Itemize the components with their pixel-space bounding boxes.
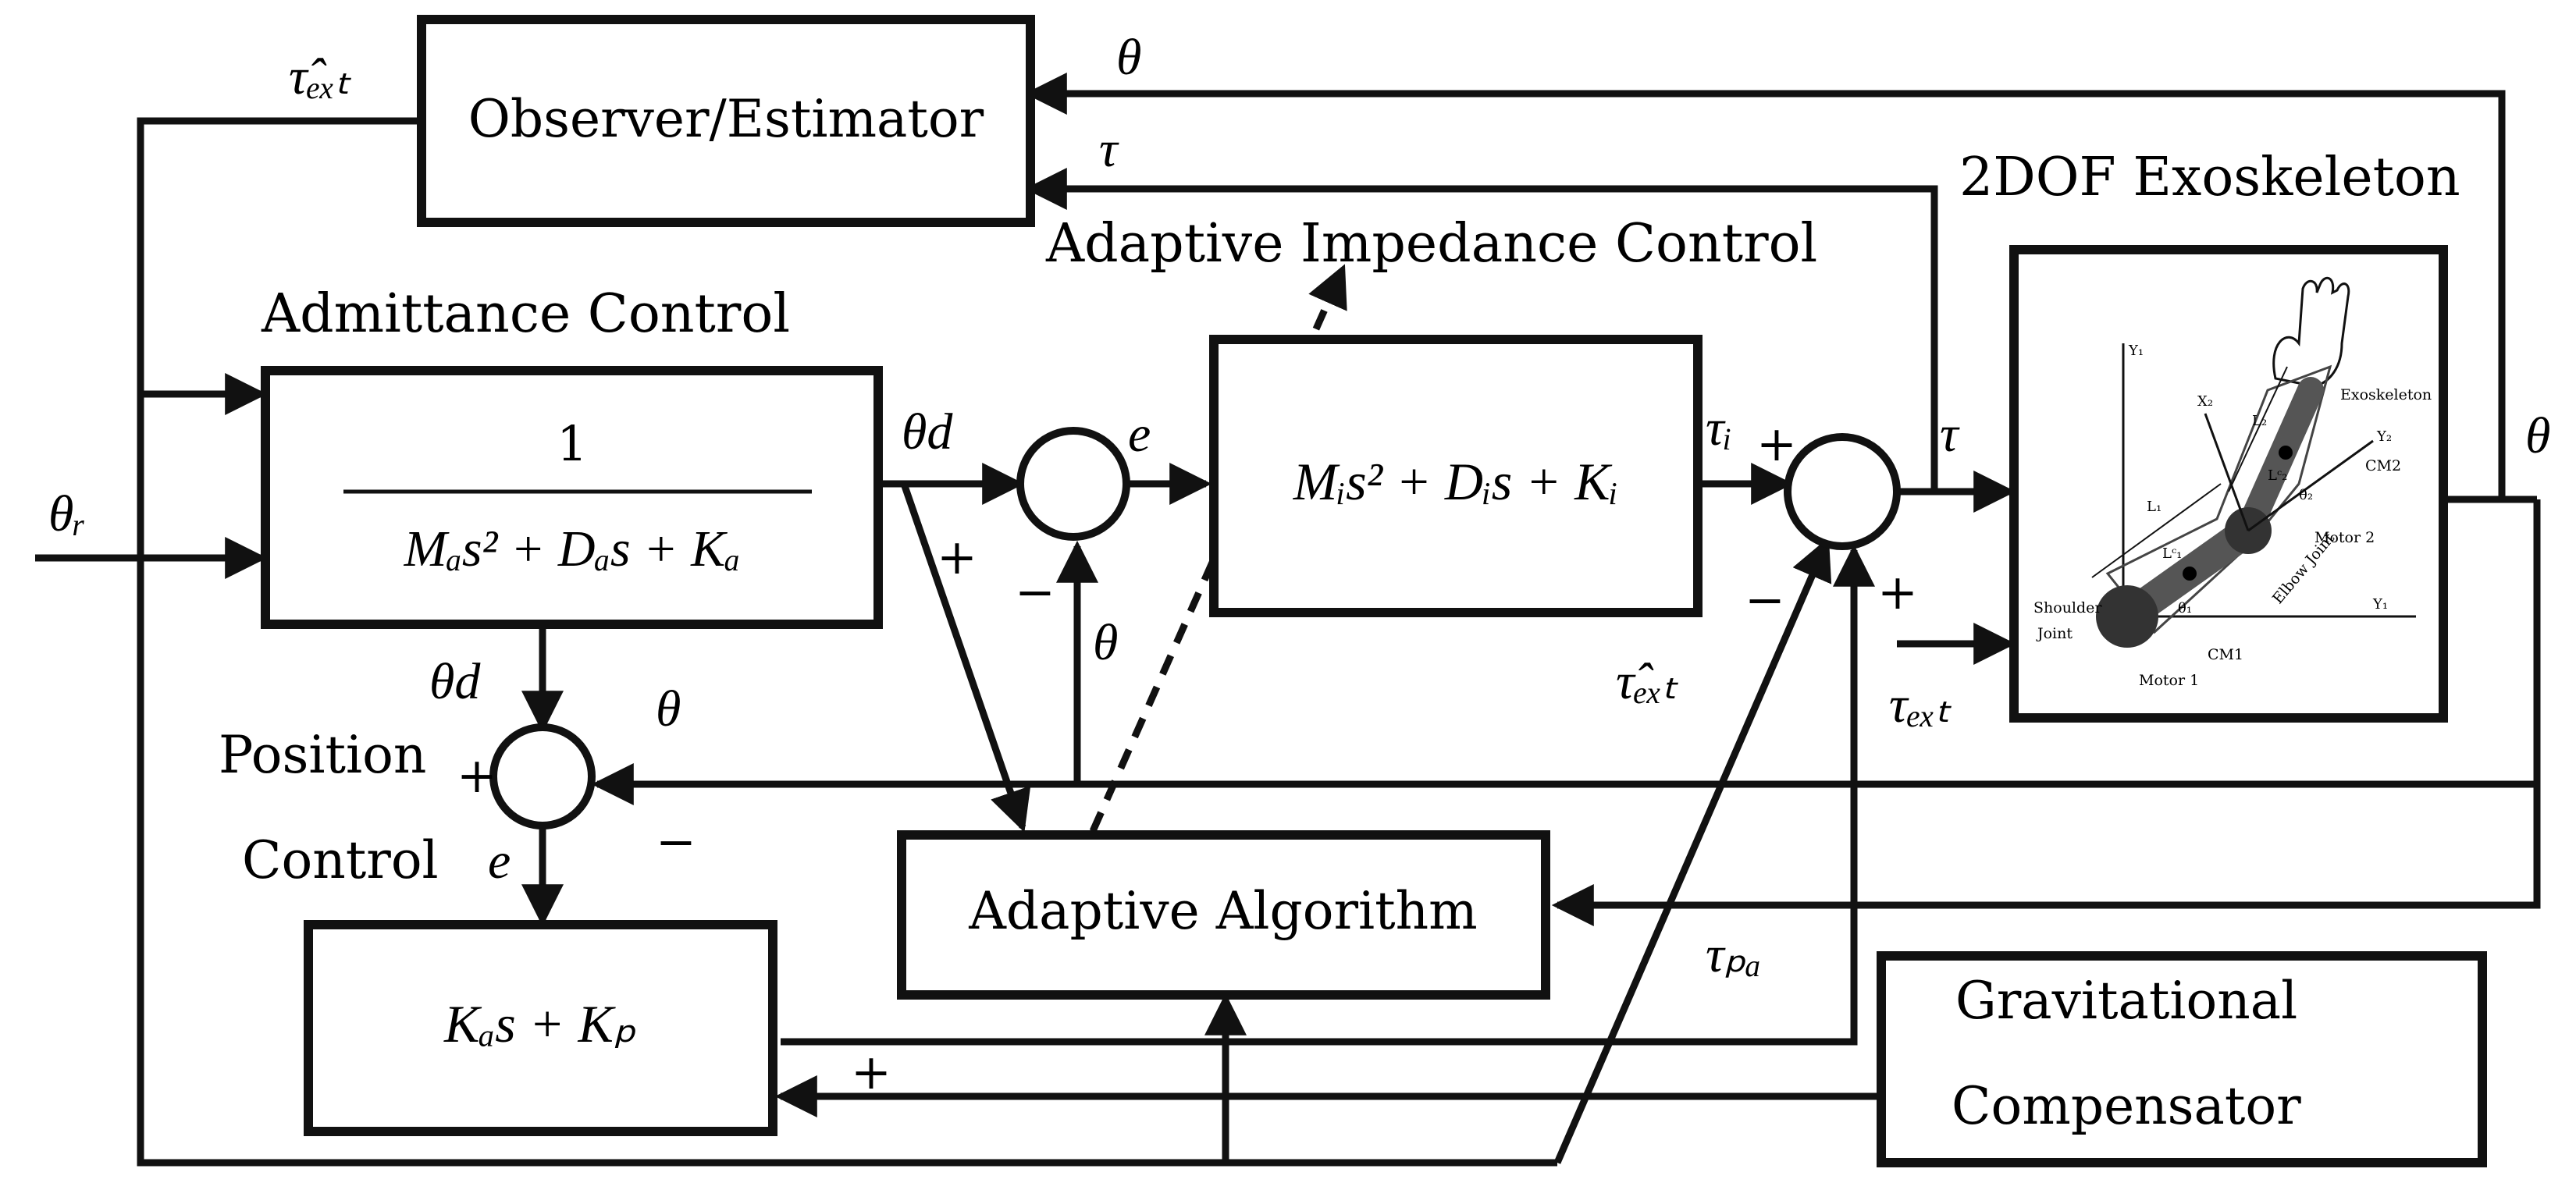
theta-d-to-adaptive-wire xyxy=(900,482,1031,833)
theta-r-label: θᵣ xyxy=(48,485,87,542)
sum-junction-position xyxy=(489,723,596,829)
plus-sign-pd: + xyxy=(851,1043,891,1100)
motor1-label: Motor 1 xyxy=(2139,672,2199,689)
pd-block[interactable]: Kₐs + Kₚ xyxy=(304,920,777,1136)
y1-x-label: Y₁ xyxy=(2372,596,2388,613)
joint-label: Joint xyxy=(2036,625,2073,642)
tau-ext-hat-feed-wire xyxy=(137,117,1557,1167)
position-control-label-line2: Control xyxy=(242,830,439,890)
exoskeleton-block[interactable]: Y₁ Y₁ X₂ Y₂ L₁ Lᶜ₁ L₂ Lᶜ₂ θ₁ θ₂ Exoskele… xyxy=(2009,245,2448,723)
e-label-1: e xyxy=(1128,406,1151,463)
observer-label: Observer/Estimator xyxy=(468,89,984,149)
theta-label-top: θ xyxy=(1116,29,1141,86)
adaptive-algorithm-label: Adaptive Algorithm xyxy=(968,881,1478,941)
tau-label-top: τ xyxy=(1099,121,1119,178)
tau-ext-hat-label-mid: τ̂ₑₓₜ xyxy=(1616,653,1679,710)
gravity-label-line2: Compensator xyxy=(1952,1076,2301,1136)
theta-label-mid: θ xyxy=(1093,614,1118,671)
tau-i-label: τᵢ xyxy=(1706,400,1732,456)
impedance-block[interactable]: Mᵢs² + Dᵢs + Kᵢ xyxy=(1209,335,1703,617)
lc1-label: Lᶜ₁ xyxy=(2162,545,2182,562)
exoskeleton-part-label: Exoskeleton xyxy=(2340,386,2432,403)
tau-ext-hat-label-top: τ̂ₑₓₜ xyxy=(289,48,352,105)
gravity-label-line1: Gravitational xyxy=(1955,971,2297,1031)
x2-axis xyxy=(2204,413,2250,531)
minus-sign-sum1: − xyxy=(1015,563,1055,620)
sum-junction-error xyxy=(1016,427,1130,541)
theta-d-label: θd xyxy=(902,403,953,460)
l1-label: L₁ xyxy=(2147,499,2161,515)
tau-label: τ xyxy=(1940,406,1960,463)
observer-block[interactable]: Observer/Estimator xyxy=(417,15,1035,227)
theta-feedback-observer-wire xyxy=(1024,73,2506,499)
l2-dim-line xyxy=(2228,366,2288,492)
pd-label: Kₐs + Kₚ xyxy=(443,994,636,1053)
plus-sign-sum2-left: + xyxy=(1756,415,1797,472)
minus-sign-sum2: − xyxy=(1745,571,1785,628)
cm1-dot xyxy=(2183,567,2197,581)
theta-to-adaptive-wire xyxy=(1551,780,2541,926)
l1-dim-line xyxy=(2091,483,2222,578)
theta-label-right: θ xyxy=(2525,407,2550,464)
theta1-label: θ₁ xyxy=(2178,600,2192,616)
theta-d-label-2: θd xyxy=(429,653,481,710)
cm2-label: CM2 xyxy=(2365,457,2401,474)
adaptive-algorithm-block[interactable]: Adaptive Algorithm xyxy=(897,830,1550,1000)
link-2 xyxy=(2235,377,2324,544)
l2-label: L₂ xyxy=(2252,413,2267,429)
admittance-numerator: 1 xyxy=(557,415,587,472)
admittance-denominator: Mₐs² + Dₐs + Kₐ xyxy=(404,520,741,577)
y2-label: Y₂ xyxy=(2376,428,2392,445)
adaptive-impedance-title: Adaptive Impedance Control xyxy=(1045,213,1817,275)
impedance-label: Mᵢs² + Dᵢs + Kᵢ xyxy=(1293,452,1618,511)
admittance-title: Admittance Control xyxy=(261,283,790,345)
plus-sign-sum2-bottom: + xyxy=(1877,563,1918,620)
plus-sign-position: + xyxy=(457,747,497,804)
gravity-block[interactable]: Gravitational Compensator xyxy=(1877,951,2487,1167)
theta-label-left: θ xyxy=(656,680,681,737)
tau-ext-hat-to-sum2-wire xyxy=(1553,537,1832,1164)
signal-wires xyxy=(35,73,2541,1167)
tau-pd-label: τₚₐ xyxy=(1706,926,1761,983)
motor2-label: Motor 2 xyxy=(2314,529,2375,546)
plus-sign-sum1: + xyxy=(937,528,977,585)
y1-axis-label: Y₁ xyxy=(2128,343,2144,359)
cm2-dot xyxy=(2279,446,2293,460)
signal-labels: τ̂ₑₓₜ θ τ θᵣ θd e + − θ τᵢ + τ θ − + τ̂ₑ… xyxy=(48,29,2550,1100)
exoskeleton-title: 2DOF Exoskeleton xyxy=(1959,147,2460,208)
minus-sign-position: − xyxy=(656,813,696,870)
tau-ext-label: τₑₓₜ xyxy=(1889,677,1952,734)
y2-axis xyxy=(2247,439,2374,532)
tau-pd-wire xyxy=(781,544,1875,1046)
sum-junction-torque xyxy=(1784,433,1901,550)
hand-icon xyxy=(2272,276,2350,388)
shoulder-joint-icon xyxy=(2096,585,2158,648)
shoulder-label: Shoulder xyxy=(2033,599,2102,616)
tau-feedback-observer-wire xyxy=(1024,168,1938,492)
cm1-label: CM1 xyxy=(2208,646,2243,663)
arm-outline-icon xyxy=(2105,364,2332,634)
position-control-label-line1: Position xyxy=(219,725,426,785)
lc2-label: Lᶜ₂ xyxy=(2268,467,2287,484)
e-label-2: e xyxy=(488,833,511,890)
admittance-block[interactable]: 1 Mₐs² + Dₐs + Kₐ xyxy=(261,366,883,629)
theta2-label: θ₂ xyxy=(2299,487,2313,503)
x2-label: X₂ xyxy=(2197,393,2213,410)
